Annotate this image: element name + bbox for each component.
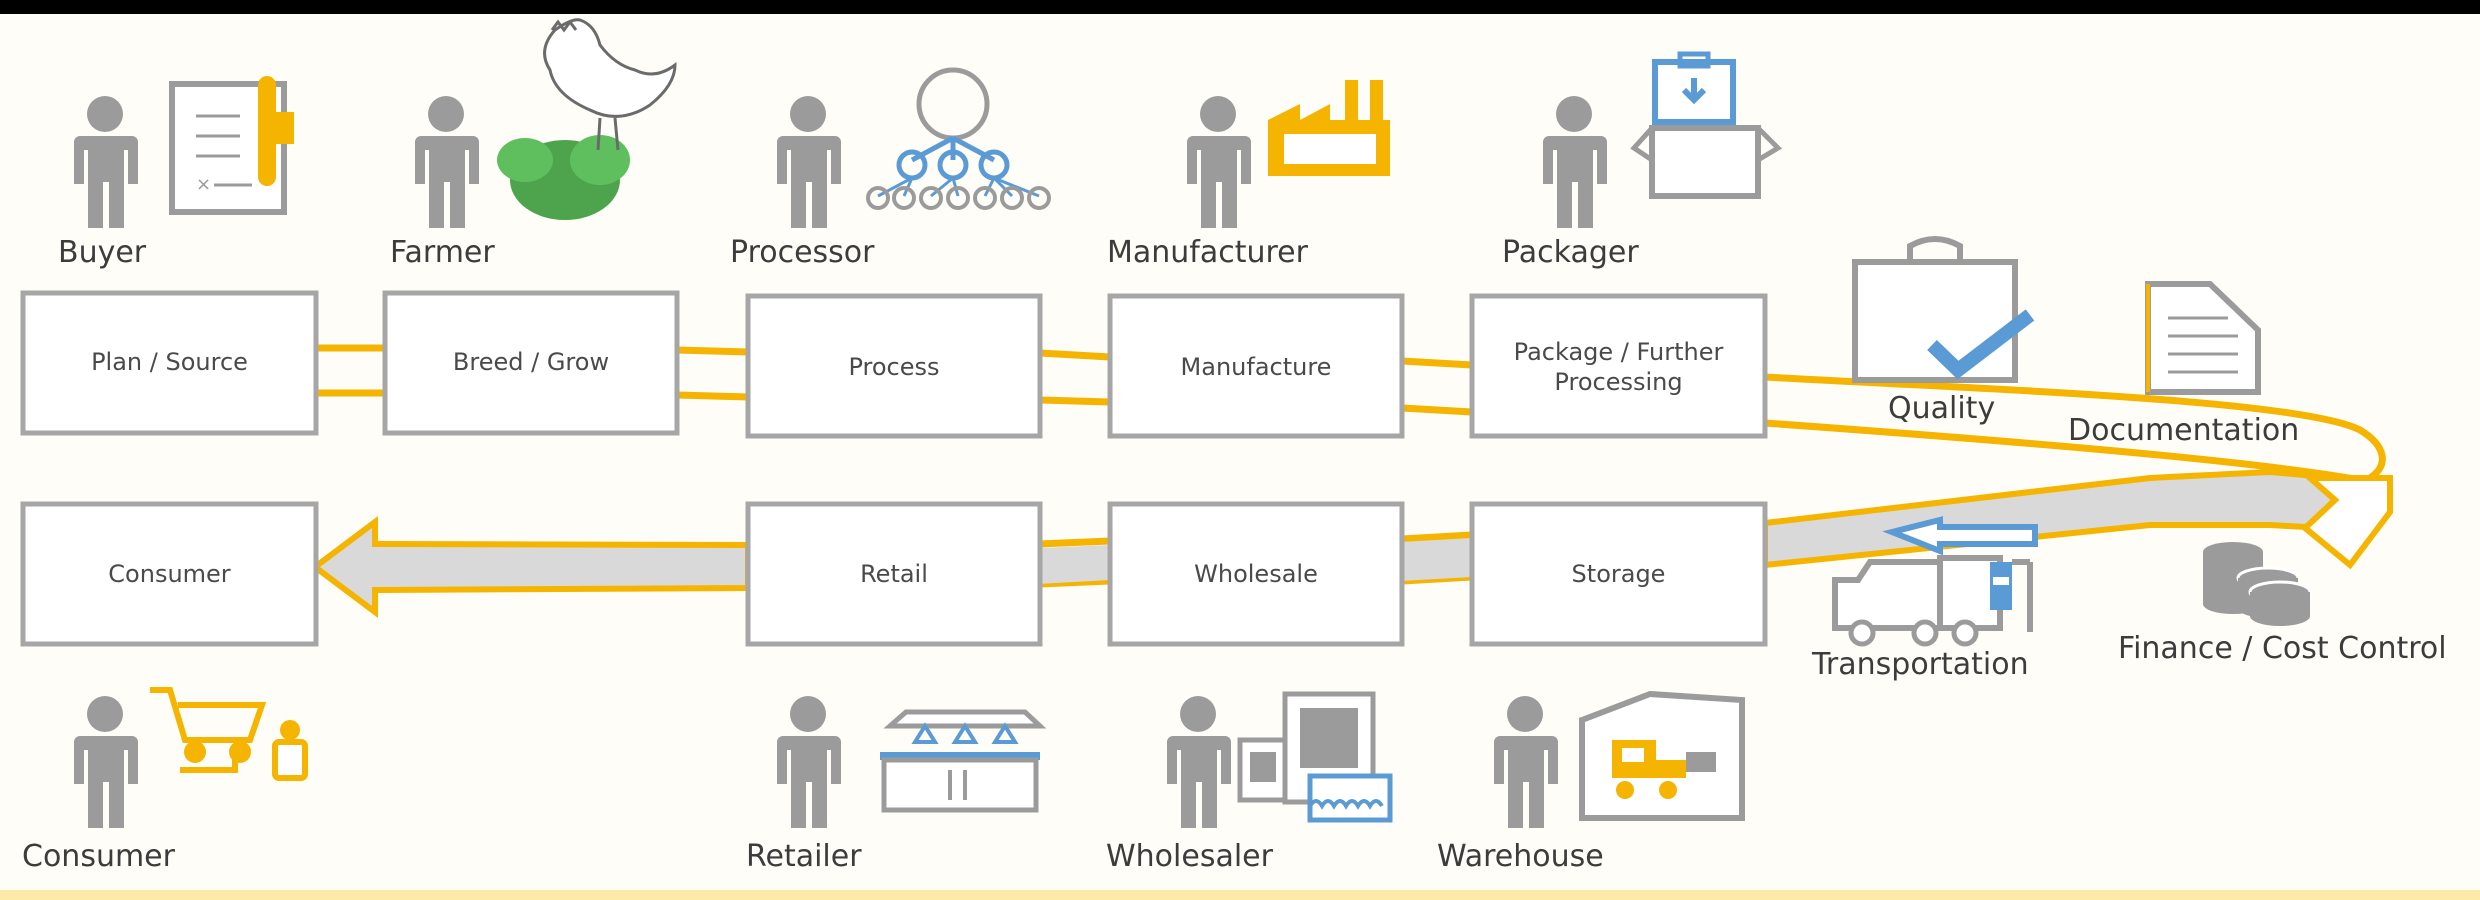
finance-cost-control: Finance / Cost Control: [2118, 542, 2447, 666]
role-packager: Packager: [1502, 51, 1783, 270]
documentation: Documentation: [2068, 281, 2299, 448]
process-label: Wholesale: [1194, 560, 1318, 588]
buildings-icon: [1237, 691, 1393, 823]
side-label: Documentation: [2068, 413, 2299, 448]
flow-connectors: [316, 344, 1473, 588]
process-label-line2: Processing: [1554, 368, 1682, 396]
bottom-border-band: [0, 890, 2480, 900]
side-label: Quality: [1888, 391, 1995, 426]
factory-icon: [1268, 80, 1390, 176]
process-label-line1: Package / Further: [1514, 338, 1724, 366]
role-label: Processor: [730, 235, 875, 270]
role-wholesaler: Wholesaler: [1106, 691, 1393, 874]
rooster-leaves-icon: [497, 18, 677, 220]
role-label: Consumer: [22, 839, 176, 874]
role-label: Packager: [1502, 235, 1639, 270]
process-box-consumer: Consumer: [20, 501, 319, 647]
process-label: Storage: [1572, 560, 1666, 588]
role-farmer: Farmer: [390, 18, 677, 270]
shopping-cart-icon: [150, 687, 308, 781]
document-pen-icon: ×: [169, 76, 294, 215]
outbound-flow-curve: [1764, 373, 2386, 484]
role-label: Manufacturer: [1107, 235, 1309, 270]
role-consumer: Consumer: [22, 687, 308, 874]
process-box-storage: Storage: [1469, 501, 1768, 647]
process-box-plan-source: Plan / Source: [20, 290, 319, 436]
open-box-icon: [1630, 51, 1783, 199]
quality: Quality: [1852, 236, 2035, 426]
role-label: Buyer: [58, 235, 147, 270]
process-label: Breed / Grow: [453, 348, 609, 376]
process-box-process: Process: [745, 293, 1043, 439]
process-box-breed-grow: Breed / Grow: [382, 290, 680, 436]
svg-text:×: ×: [196, 174, 211, 195]
role-label: Farmer: [390, 235, 495, 270]
hierarchy-nodes-icon: [866, 67, 1051, 210]
forklift-icon: [1579, 690, 1745, 821]
storefront-icon: [880, 709, 1047, 813]
role-label: Wholesaler: [1106, 839, 1274, 874]
process-box-manufacture: Manufacture: [1107, 293, 1405, 439]
process-box-package: Package / Further Processing: [1469, 293, 1768, 439]
turn-arrowhead: [2300, 475, 2393, 570]
role-label: Warehouse: [1437, 839, 1604, 874]
truck-icon: [1832, 516, 2038, 647]
process-box-retail: Retail: [745, 501, 1043, 647]
side-label: Finance / Cost Control: [2118, 631, 2447, 666]
role-buyer: × Buyer: [58, 76, 294, 270]
role-label: Retailer: [746, 839, 862, 874]
process-label: Retail: [860, 560, 928, 588]
process-label: Process: [848, 353, 939, 381]
side-label: Transportation: [1811, 647, 2029, 682]
process-label: Consumer: [108, 560, 231, 588]
bag-checkmark-icon: [1852, 236, 2035, 383]
document-icon: [2145, 281, 2261, 395]
coins-stack-icon: [2203, 542, 2312, 626]
role-retailer: Retailer: [746, 696, 1047, 874]
role-warehouse: Warehouse: [1437, 690, 1745, 874]
role-manufacturer: Manufacturer: [1107, 80, 1390, 270]
transportation: Transportation: [1811, 516, 2038, 682]
process-label: Plan / Source: [91, 348, 248, 376]
process-label: Manufacture: [1181, 353, 1332, 381]
role-processor: Processor: [730, 67, 1051, 270]
top-border-bar: [0, 0, 2480, 14]
process-box-wholesale: Wholesale: [1107, 501, 1405, 647]
